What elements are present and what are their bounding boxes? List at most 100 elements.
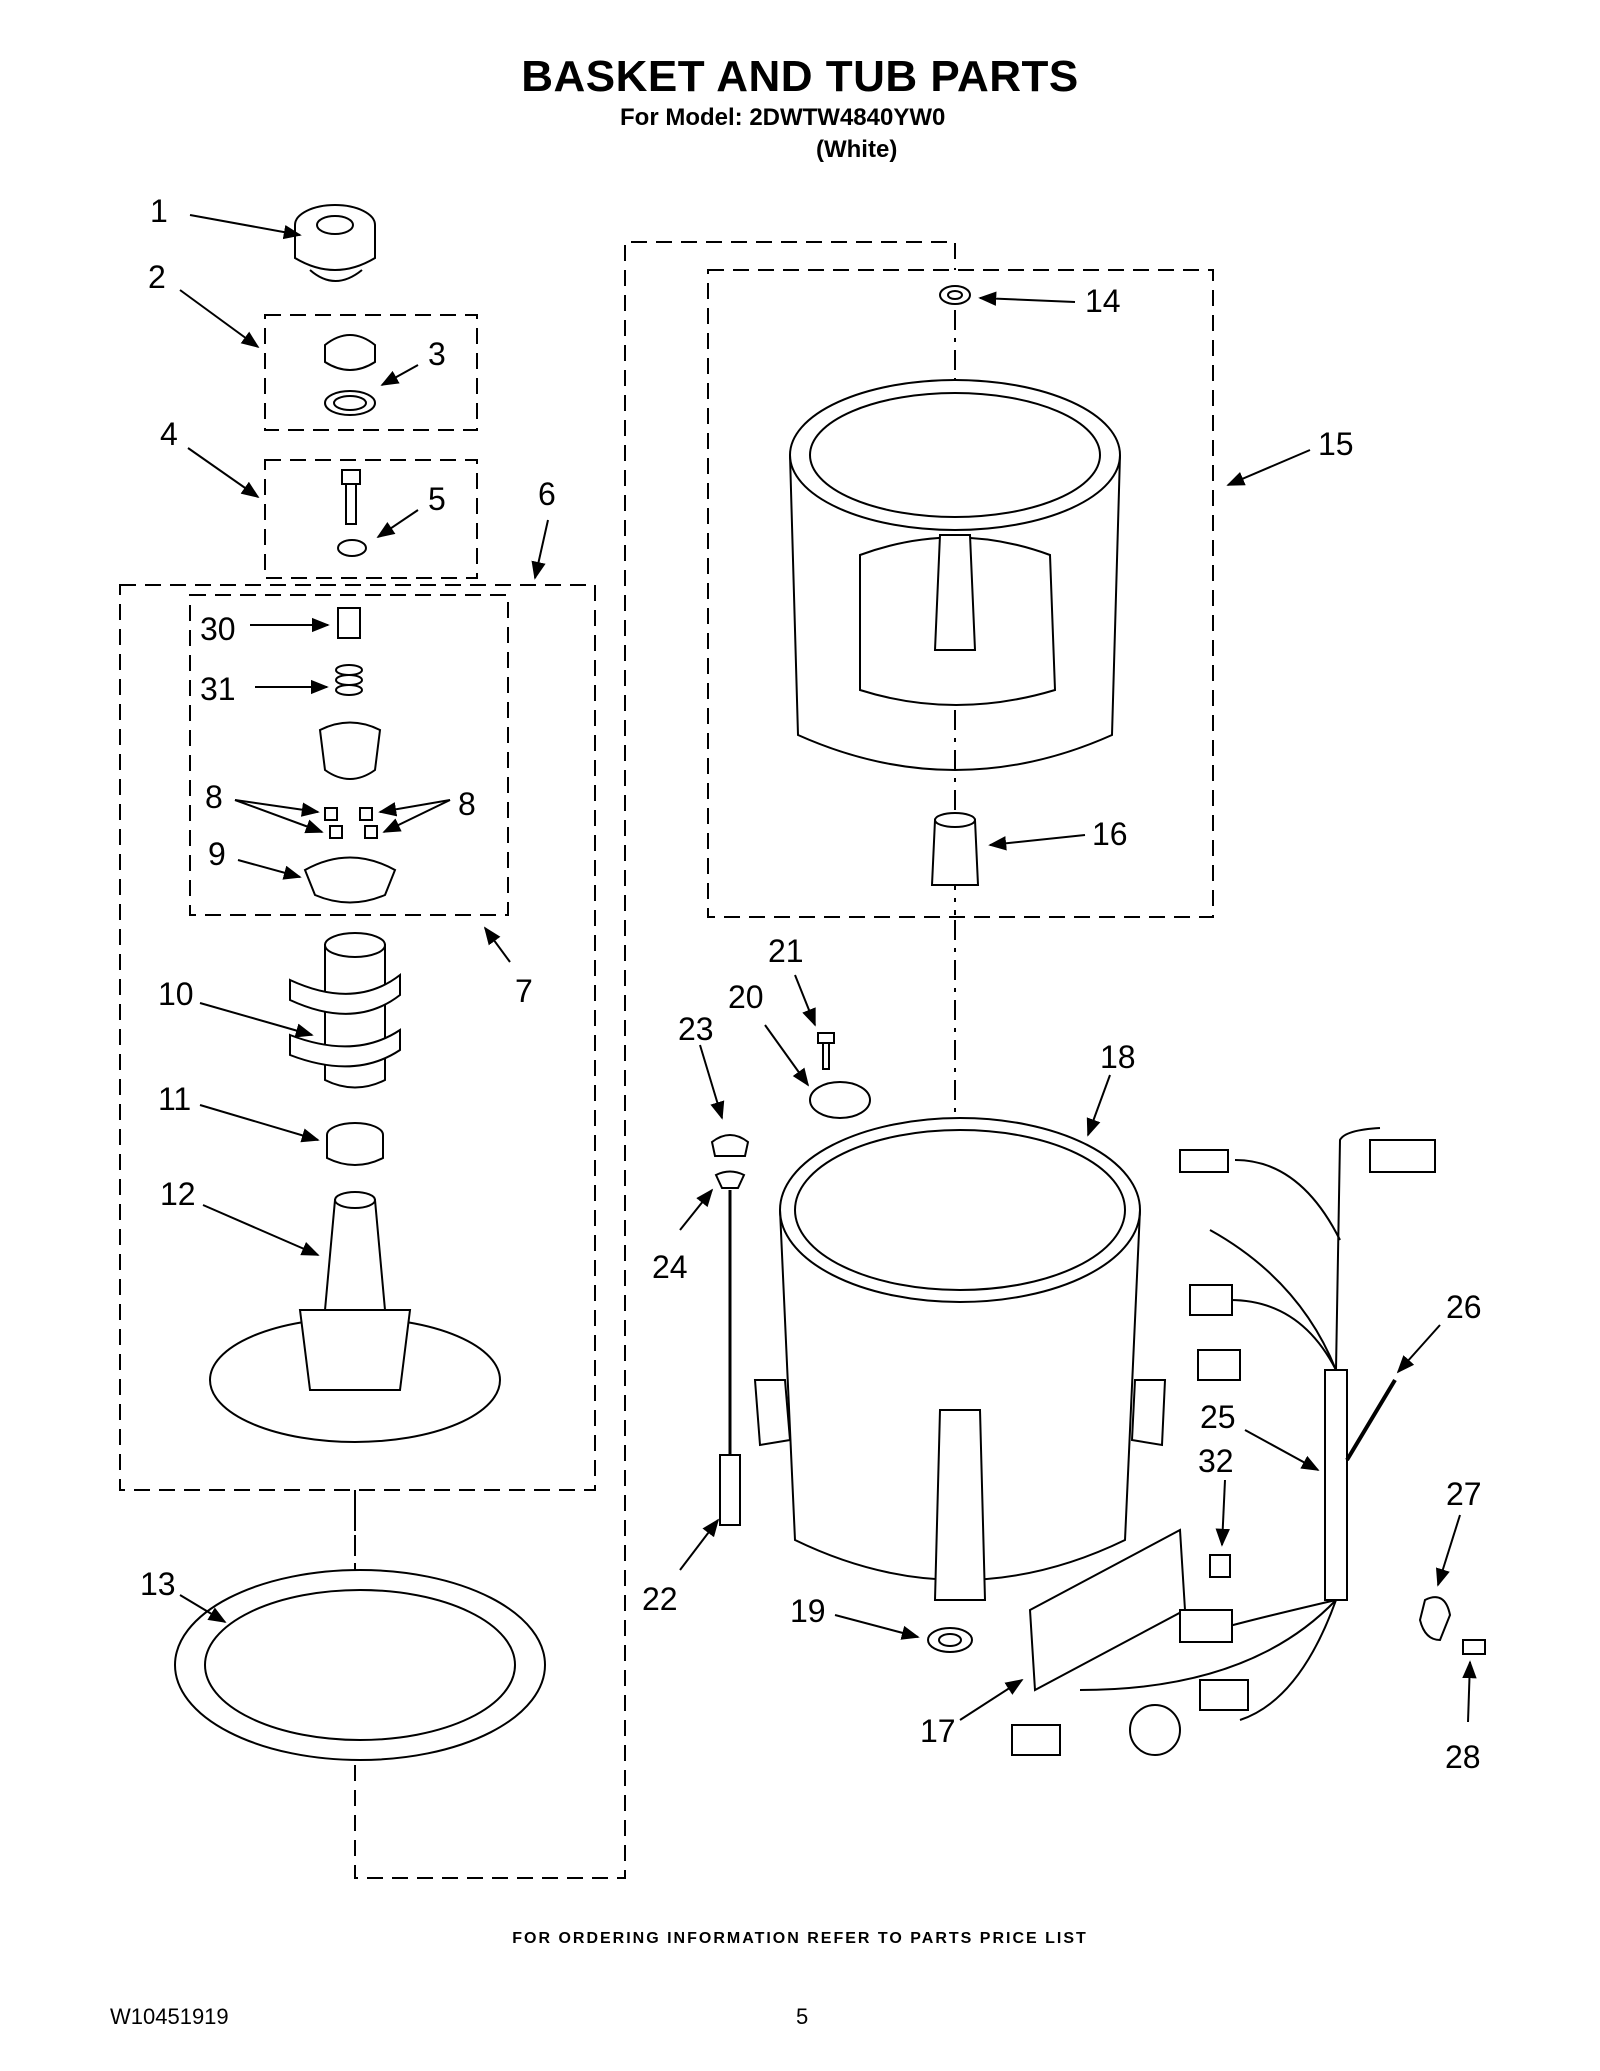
part-32-plug [1209, 1554, 1231, 1578]
part-21-screw [817, 1032, 835, 1070]
leader-32 [1215, 1479, 1230, 1547]
leader-14 [978, 291, 1076, 306]
callout-28: 28 [1445, 1739, 1481, 1775]
part-8-agitator-dogs [324, 807, 378, 839]
leader-20 [764, 1024, 810, 1087]
callout-10: 10 [158, 976, 194, 1012]
leader-arrows [179, 214, 1477, 1723]
part-9-cam-base [303, 856, 397, 904]
callout-17: 17 [920, 1713, 956, 1749]
callout-7: 7 [515, 973, 533, 1009]
connector-path [354, 241, 956, 1879]
leader-9 [237, 859, 302, 880]
callout-13: 13 [140, 1566, 176, 1602]
callout-27: 27 [1446, 1476, 1482, 1512]
part-20-plate [809, 1081, 871, 1119]
leader-3 [380, 364, 419, 386]
leader-10 [199, 1002, 314, 1038]
leader-8a-2 [234, 799, 324, 834]
callout-8b: 8 [458, 786, 476, 822]
part-12-agitator-base [209, 1191, 501, 1443]
part-30-dog-retainer [337, 607, 361, 639]
part-5-bolt-washer [337, 469, 367, 557]
callout-14: 14 [1085, 283, 1121, 319]
ordering-note: FOR ORDERING INFORMATION REFER TO PARTS … [512, 1930, 1088, 1947]
callout-4: 4 [160, 416, 178, 452]
leader-12 [202, 1204, 320, 1256]
part-18-tub [753, 1117, 1167, 1601]
group-box-15 [707, 269, 1214, 918]
callout-1: 1 [150, 193, 168, 229]
part-3-cam-and-seal [324, 334, 376, 416]
group-box-4 [264, 459, 478, 579]
part-13-tub-ring [174, 1569, 546, 1761]
callout-6: 6 [538, 476, 556, 512]
leader-8b-1 [378, 799, 451, 817]
leader-4 [187, 447, 260, 499]
part-10-auger [289, 932, 401, 1089]
part-28-screw [1462, 1639, 1486, 1655]
leader-22 [679, 1518, 720, 1571]
leader-11 [199, 1104, 320, 1143]
callout-21: 21 [768, 933, 804, 969]
part-31-spring [335, 664, 363, 696]
part-25-wire-harness [1079, 1127, 1381, 1756]
part-23-cap [710, 1134, 750, 1157]
leader-7 [483, 926, 511, 963]
callout-2: 2 [148, 259, 166, 295]
callout-18: 18 [1100, 1039, 1136, 1075]
callout-5: 5 [428, 481, 446, 517]
part-24-suspension-top [714, 1170, 746, 1189]
leader-21 [794, 974, 816, 1027]
callout-9: 9 [208, 836, 226, 872]
part-27-clamp [1418, 1596, 1452, 1642]
page-title: BASKET AND TUB PARTS [521, 52, 1079, 101]
callout-20: 20 [728, 979, 764, 1015]
leader-25 [1244, 1429, 1320, 1471]
leader-15 [1226, 449, 1311, 486]
callout-31: 31 [200, 671, 236, 707]
leader-26 [1396, 1324, 1441, 1374]
leader-24 [679, 1188, 714, 1231]
color-line: (White) [816, 136, 898, 163]
part-26-ground-wire [1345, 1378, 1397, 1462]
group-box-2 [264, 314, 478, 431]
leader-2 [179, 289, 260, 349]
callout-11: 11 [158, 1081, 191, 1117]
callout-19: 19 [790, 1593, 826, 1629]
leader-18 [1086, 1074, 1111, 1137]
model-line: For Model: 2DWTW4840YW0 [620, 104, 946, 131]
leader-1 [189, 214, 302, 240]
leader-17 [959, 1679, 1024, 1721]
leader-16 [988, 834, 1086, 851]
page-number: 5 [796, 2004, 809, 2029]
group-box-6 [119, 584, 596, 1491]
leader-5 [376, 509, 419, 539]
group-box-7 [189, 594, 509, 916]
part-1-agitator-cap [294, 204, 376, 282]
callout-16: 16 [1092, 816, 1128, 852]
part-17-control-board [1028, 1528, 1187, 1692]
leader-13 [179, 1594, 227, 1623]
part-15-basket [789, 379, 1121, 771]
part-11-bearing [326, 1122, 384, 1166]
part-22-suspension-rod [719, 1190, 741, 1526]
callout-23: 23 [678, 1011, 714, 1047]
callout-22: 22 [642, 1581, 678, 1617]
dashed-group-boxes [119, 241, 1214, 1879]
callout-labels: 1 2 3 4 5 6 30 31 8 8 9 7 10 11 12 13 14… [140, 193, 1482, 1775]
harness-connectors [1011, 1139, 1436, 1756]
leader-19 [834, 1614, 920, 1640]
leader-27 [1435, 1514, 1461, 1587]
part-19-seal [927, 1627, 973, 1653]
callout-24: 24 [652, 1249, 688, 1285]
part-cam-upper [318, 721, 382, 780]
document-number: W10451919 [110, 2004, 229, 2029]
callout-3: 3 [428, 336, 446, 372]
leader-6 [531, 519, 549, 580]
part-16-bushing [930, 812, 980, 886]
callout-30: 30 [200, 611, 236, 647]
callout-12: 12 [160, 1176, 196, 1212]
leader-28 [1462, 1660, 1477, 1723]
